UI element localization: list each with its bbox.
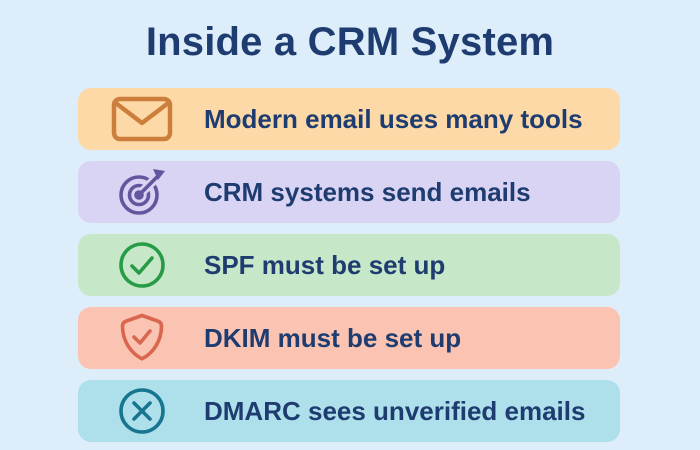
x-circle-icon xyxy=(110,385,174,437)
page-title: Inside a CRM System xyxy=(145,20,555,64)
envelope-icon xyxy=(110,93,174,145)
list-item-dmarc: DMARC sees unverified emails xyxy=(78,380,620,442)
row-label: DMARC sees unverified emails xyxy=(204,395,586,426)
row-label: Modern email uses many tools xyxy=(204,103,583,134)
shield-check-icon xyxy=(110,312,174,364)
row-label: SPF must be set up xyxy=(204,249,446,280)
list-item-spf: SPF must be set up xyxy=(78,234,620,296)
row-label: DKIM must be set up xyxy=(204,322,462,353)
list-item-dkim: DKIM must be set up xyxy=(78,307,620,369)
check-circle-icon xyxy=(110,239,174,291)
target-dart-icon xyxy=(110,166,174,218)
list-item-modern-email: Modern email uses many tools xyxy=(78,88,620,150)
row-label: CRM systems send emails xyxy=(204,176,531,207)
list-item-crm-send: CRM systems send emails xyxy=(78,161,620,223)
info-row-list: Modern email uses many tools CRM systems… xyxy=(78,88,620,442)
